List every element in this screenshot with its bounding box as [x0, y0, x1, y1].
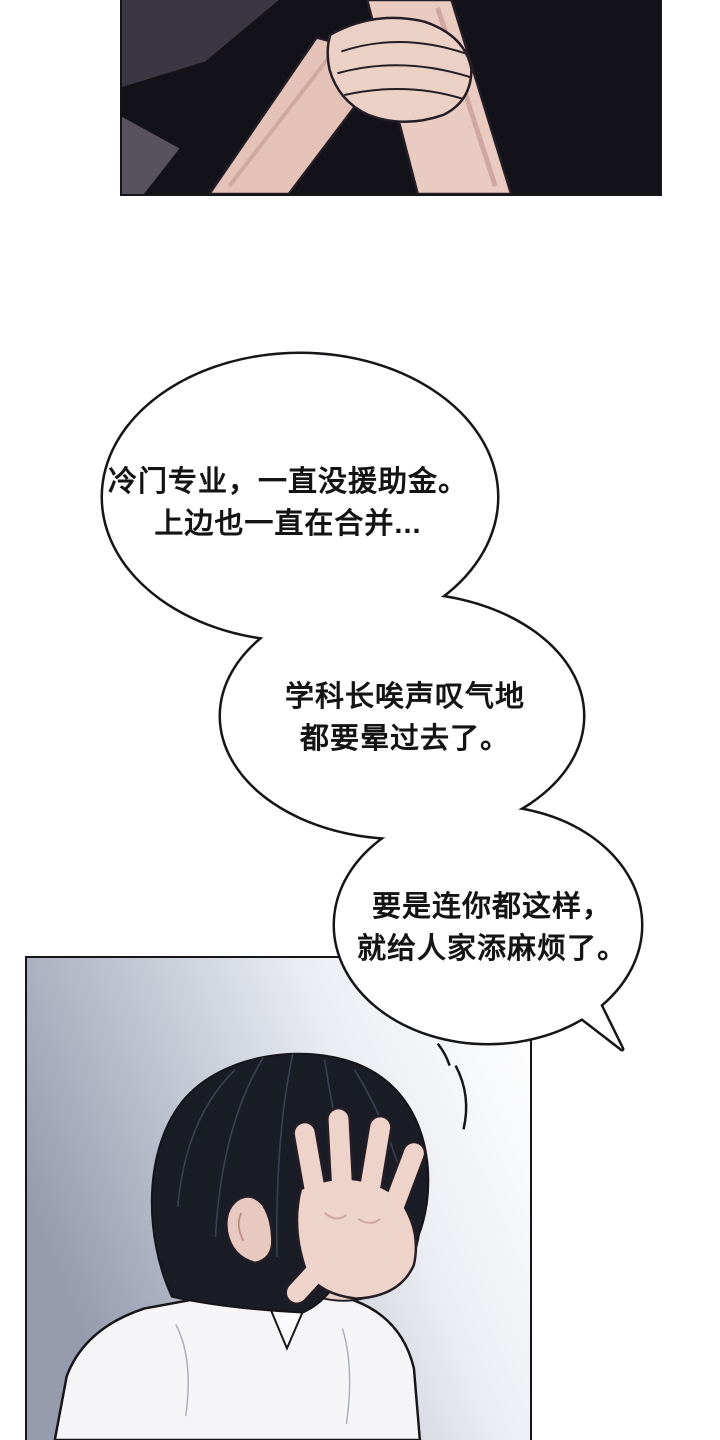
- ear-inner-line: [237, 1212, 245, 1242]
- finger-separation-lines: [337, 41, 471, 100]
- panel-facepalm: [25, 956, 532, 1440]
- speech-bubble-2: 学科长唉声叹气地 都要晕过去了。: [215, 676, 595, 760]
- shirt-fold-right: [341, 1328, 351, 1425]
- bubble-1-line-2: 上边也一直在合并...: [154, 508, 422, 540]
- bubble-1-line-1: 冷门专业，一直没援助金。: [107, 466, 468, 498]
- panel-hands-grip: [120, 0, 662, 196]
- shirt-fold-left: [175, 1324, 189, 1417]
- gripping-hand: [326, 16, 473, 123]
- hand-shading-lines: [323, 1212, 381, 1224]
- ear: [225, 1195, 274, 1264]
- facepalm-illustration: [27, 958, 530, 1440]
- bubble-2-line-1: 学科长唉声叹气地: [284, 681, 525, 713]
- gray-clothing-shape: [122, 116, 180, 194]
- bubble-tail: [549, 985, 625, 1052]
- bubble-2-line-2: 都要晕过去了。: [299, 723, 510, 755]
- bubble-fills: [103, 354, 641, 1049]
- arm-shading: [227, 54, 333, 188]
- speech-bubble-1: 冷门专业，一直没援助金。 上边也一直在合并...: [88, 461, 488, 545]
- hands-grip-illustration: [122, 0, 660, 194]
- fingers: [286, 1109, 424, 1303]
- dark-clothing-shape: [122, 0, 279, 88]
- bubble-3-line-1: 要是连你都这样，: [371, 891, 612, 923]
- bubble-outlines: [100, 351, 644, 1052]
